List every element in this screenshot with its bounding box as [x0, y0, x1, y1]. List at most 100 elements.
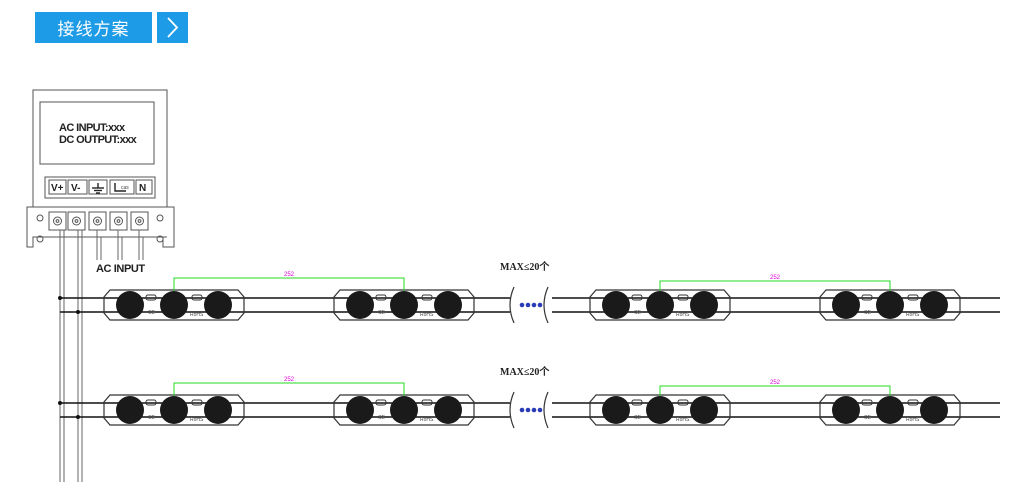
connector-slot: [677, 399, 689, 406]
connector-slot: [907, 294, 919, 301]
lens-center: [160, 291, 188, 319]
lens-left: [346, 396, 374, 424]
lens-center: [876, 396, 904, 424]
junction-dot: [76, 310, 80, 314]
connector-slot: [145, 294, 157, 301]
connector-slot: [375, 399, 387, 406]
terminal-vplus: V+: [51, 183, 64, 194]
ac-input-label: AC INPUT: [96, 263, 145, 275]
continuation-dot: [531, 407, 537, 413]
ce-mark: CE: [148, 310, 156, 316]
power-supply: [26, 89, 175, 248]
max-modules-label: MAX≤20个: [500, 260, 550, 273]
led-module-4: CE RoHS: [819, 394, 961, 426]
continuation-dot: [519, 302, 525, 308]
lens-right: [434, 291, 462, 319]
pitch-label: 252: [770, 275, 781, 281]
rohs-mark: RoHS: [420, 312, 434, 318]
section-title: 接线方案: [35, 12, 152, 43]
dc-output-wires: [59, 230, 83, 482]
lens-left: [116, 396, 144, 424]
connector-slot: [191, 294, 203, 301]
led-module-2: CE RoHS: [333, 289, 475, 321]
connector-slot: [907, 399, 919, 406]
junction-dot: [76, 415, 80, 419]
break-mark: [543, 391, 549, 429]
lens-right: [920, 396, 948, 424]
lens-right: [690, 291, 718, 319]
terminal-l-sub: cas: [121, 185, 129, 191]
continuation-dot: [531, 302, 537, 308]
rohs-mark: RoHS: [420, 417, 434, 423]
continuation-dot: [537, 407, 543, 413]
junction-dot: [58, 401, 62, 405]
lens-left: [346, 291, 374, 319]
rohs-mark: RoHS: [906, 312, 920, 318]
connector-slot: [145, 399, 157, 406]
max-modules-label: MAX≤20个: [500, 365, 550, 378]
break-mark: [509, 286, 515, 324]
continuation-dot: [525, 302, 531, 308]
connector-slot: [421, 294, 433, 301]
pitch-dimension-right: 252: [659, 275, 891, 291]
label-panel: [39, 101, 155, 165]
lens-center: [390, 396, 418, 424]
rohs-mark: RoHS: [676, 312, 690, 318]
ce-mark: CE: [864, 310, 872, 316]
ce-mark: CE: [378, 415, 386, 421]
pitch-label: 252: [770, 380, 781, 386]
junction-dot: [58, 296, 62, 300]
ce-mark: CE: [378, 310, 386, 316]
dc-output-spec: DC OUTPUT:xxx: [59, 134, 138, 146]
terminal-n: N: [139, 183, 146, 194]
ac-input-wires: [96, 230, 144, 260]
continuation-dot: [537, 302, 543, 308]
lens-right: [204, 291, 232, 319]
pitch-dimension-left: 252: [173, 272, 405, 291]
lens-left: [602, 396, 630, 424]
terminal-labels: V+ V- cas N: [48, 179, 153, 195]
rohs-mark: RoHS: [906, 417, 920, 423]
break-mark: [509, 391, 515, 429]
ce-mark: CE: [634, 415, 642, 421]
lens-center: [160, 396, 188, 424]
ce-mark: CE: [634, 310, 642, 316]
break-mark: [543, 286, 549, 324]
connector-slot: [421, 399, 433, 406]
pitch-dimension-left: 252: [173, 377, 405, 396]
pitch-label: 252: [284, 377, 295, 383]
rohs-mark: RoHS: [190, 312, 204, 318]
continuation-dot: [525, 407, 531, 413]
lens-left: [116, 291, 144, 319]
ce-mark: CE: [864, 415, 872, 421]
chevron-right-icon: [157, 12, 188, 43]
lens-left: [602, 291, 630, 319]
ac-input-spec: AC INPUT:xxx: [59, 122, 126, 134]
lens-right: [434, 396, 462, 424]
lens-right: [920, 291, 948, 319]
lens-center: [646, 291, 674, 319]
lens-right: [204, 396, 232, 424]
connector-slot: [631, 399, 643, 406]
led-module-3: CE RoHS: [589, 394, 731, 426]
lens-center: [646, 396, 674, 424]
led-module-2: CE RoHS: [333, 394, 475, 426]
lens-center: [876, 291, 904, 319]
section-header: 接线方案: [35, 12, 188, 43]
continuation-dot: [519, 407, 525, 413]
ground-icon: [92, 183, 104, 194]
rohs-mark: RoHS: [190, 417, 204, 423]
terminal-label-strip: [44, 176, 156, 199]
connector-slot: [861, 294, 873, 301]
pitch-dimension-right: 252: [659, 380, 891, 396]
led-module-1: CE RoHS: [103, 289, 245, 321]
lens-left: [832, 291, 860, 319]
led-module-4: CE RoHS: [819, 289, 961, 321]
pitch-label: 252: [284, 272, 295, 278]
rohs-mark: RoHS: [676, 417, 690, 423]
connector-slot: [375, 294, 387, 301]
connector-slot: [191, 399, 203, 406]
